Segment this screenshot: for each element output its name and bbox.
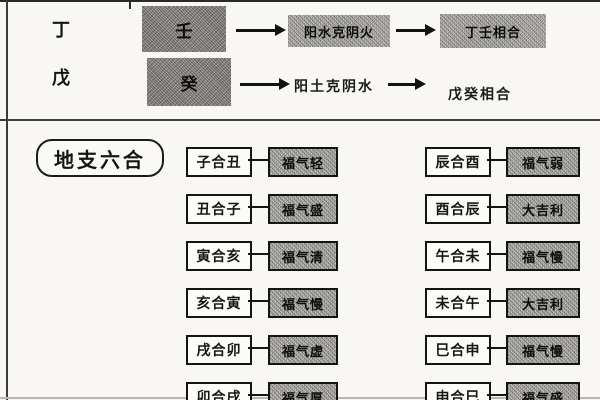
pair-box: 亥合寅: [186, 288, 252, 318]
pair-box: 丑合子: [186, 194, 252, 224]
pair-result-box: 福气盛: [506, 382, 580, 400]
arrow-right-icon: [388, 77, 426, 91]
connector-line: [487, 347, 506, 349]
connector-line: [487, 394, 506, 396]
pair-box: 酉合辰: [425, 194, 491, 224]
pair-box: 巳合申: [425, 335, 491, 365]
relation-box: 阳水克阴火: [288, 15, 390, 47]
pair-result-box: 大吉利: [506, 194, 580, 224]
pair-result-box: 福气轻: [268, 147, 338, 177]
pair-box: 申合巳: [425, 382, 491, 400]
connector-line: [248, 347, 268, 349]
pair-box: 未合午: [425, 288, 491, 318]
stem-value-box: 壬: [142, 6, 226, 52]
connector-line: [248, 253, 268, 255]
pair-result-box: 福气厚: [268, 382, 338, 400]
pair-result-box: 福气弱: [506, 147, 580, 177]
scan-border-top: [0, 0, 600, 2]
pair-box: 午合未: [425, 241, 491, 271]
pair-result-box: 福气慢: [506, 241, 580, 271]
section-title-box: 地支六合: [36, 139, 164, 177]
stem-value-box: 癸: [147, 58, 231, 106]
pair-box: 卯合戌: [186, 382, 252, 400]
stem-label: 丁: [52, 20, 70, 40]
pair-box: 子合丑: [186, 147, 252, 177]
connector-line: [248, 300, 268, 302]
connector-line: [487, 300, 506, 302]
pair-result-box: 福气虚: [268, 335, 338, 365]
connector-line: [248, 394, 268, 396]
connector-line: [248, 206, 268, 208]
pair-result-box: 福气慢: [506, 335, 580, 365]
scan-tick-mark: [129, 0, 131, 9]
section-divider: [0, 119, 600, 121]
connector-line: [487, 206, 506, 208]
pair-box: 辰合酉: [425, 147, 491, 177]
arrow-right-icon: [396, 23, 436, 37]
pair-box: 戌合卯: [186, 335, 252, 365]
pair-result-box: 福气清: [268, 241, 338, 271]
stem-label: 戊: [52, 68, 70, 88]
result-box: 丁壬相合: [440, 14, 546, 48]
pair-result-box: 大吉利: [506, 288, 580, 318]
connector-line: [487, 253, 506, 255]
connector-line: [487, 159, 506, 161]
scan-border-left: [6, 0, 8, 400]
pair-result-box: 福气慢: [268, 288, 338, 318]
connector-line: [248, 159, 268, 161]
result-text: 戊癸相合: [448, 88, 512, 103]
pair-result-box: 福气盛: [268, 194, 338, 224]
pair-box: 寅合亥: [186, 241, 252, 271]
relation-text: 阳土克阴水: [294, 80, 374, 95]
arrow-right-icon: [236, 23, 286, 37]
arrow-right-icon: [240, 77, 290, 91]
